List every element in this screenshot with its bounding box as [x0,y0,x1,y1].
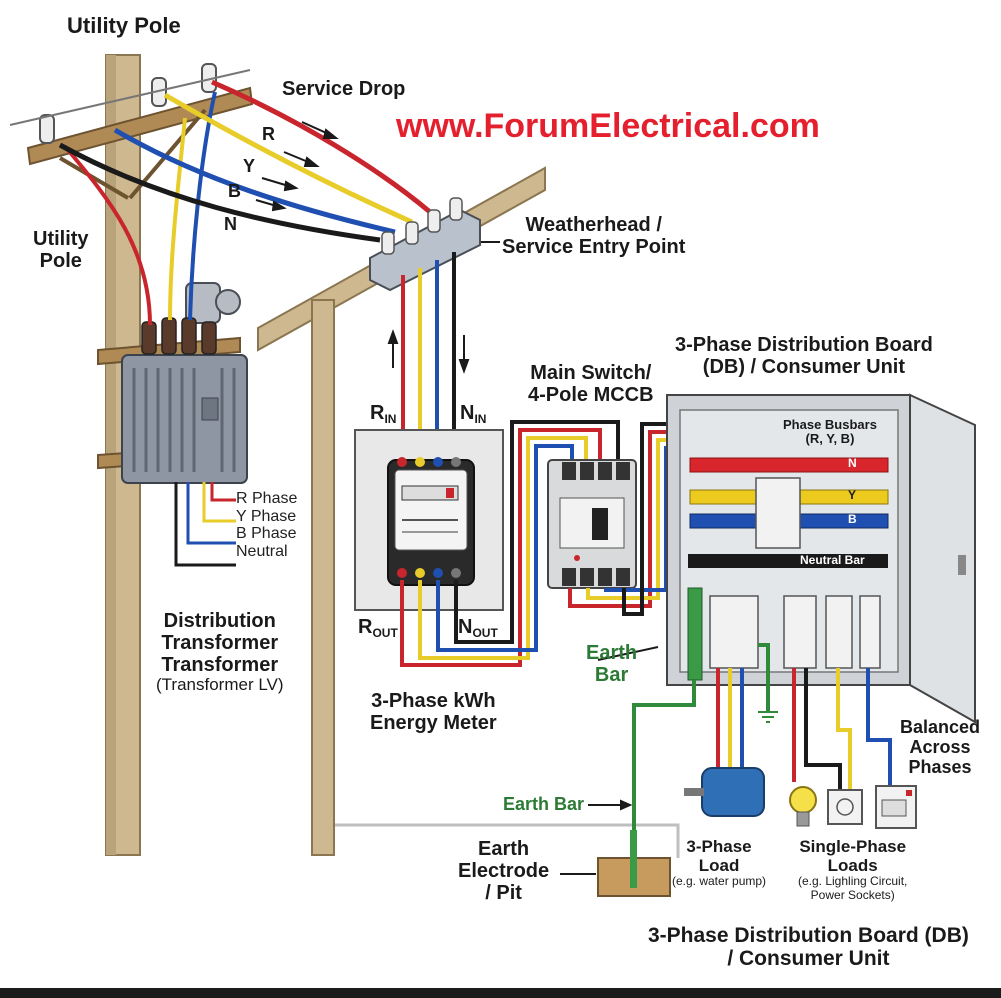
meter-feed-wires [401,252,456,460]
earth-pit [597,830,671,897]
bottom-bar [0,988,1001,998]
busbar-tag-n: N [848,456,857,470]
r-in-label: RIN [370,402,397,426]
utility-pole-label: Utility Pole [67,13,181,38]
energy-meter [354,429,504,611]
transformer-phase-list: R Phase Y Phase B Phase Neutral [236,490,298,560]
busbar-tag-b: B [848,512,857,526]
watermark: www.ForumElectrical.com [396,107,820,145]
socket-outlets [827,785,917,829]
weatherhead-label: Weatherhead /Service Entry Point [502,214,686,258]
three-phase-pump [684,767,765,817]
weatherhead [369,197,481,292]
ground-line [330,823,680,858]
meter-to-mccb-wires [400,420,620,667]
flow-arrows [255,121,659,875]
db-bottom-label: 3-Phase Distribution Board (DB)/ Consume… [648,924,969,971]
load-wiring [716,668,892,790]
earth-wiring [632,643,770,858]
distribution-transformer [121,282,248,484]
service-drop-wires [58,79,432,243]
service-drop-label: Service Drop [282,78,406,100]
earth-symbol [758,711,778,723]
wire-label-n: N [224,214,237,234]
main-switch-mccb [547,459,637,589]
r-out-label: ROUT [358,616,398,640]
earth-bar-lower-label: Earth Bar [503,794,585,814]
main-switch-label: Main Switch/4-Pole MCCB [528,362,654,406]
n-in-label: NIN [460,402,487,426]
wire-label-b: B [228,181,241,201]
transformer-lv-leads [174,482,236,567]
busbar-tag-y: Y [848,488,857,502]
light-bulb [789,786,817,827]
phase-busbars-label: Phase Busbars(R, Y, B) [783,417,877,447]
db-top-label: 3-Phase Distribution Board(DB) / Consume… [675,334,933,378]
distribution-board [666,393,976,724]
wire-label-y: Y [243,156,256,176]
transformer-label: Distribution Transformer Transformer (Tr… [156,610,284,694]
neutral-bar-label: Neutral Bar [800,553,865,567]
n-out-label: NOUT [458,616,498,640]
wire-label-r: R [262,124,275,144]
